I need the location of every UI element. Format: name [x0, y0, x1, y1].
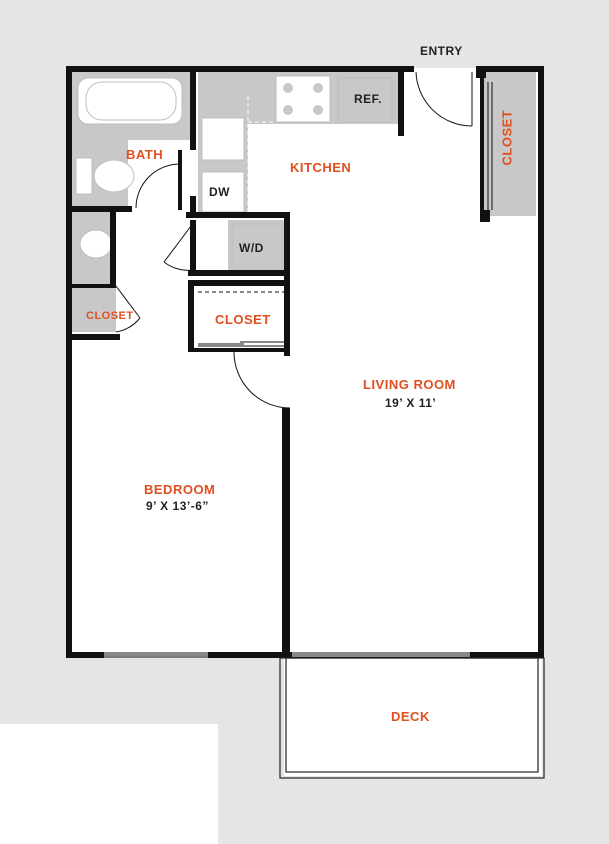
- deck-label: DECK: [391, 709, 430, 724]
- entry-closet-floor: [484, 72, 536, 216]
- stove: [275, 75, 331, 123]
- washer-dryer: [231, 223, 283, 271]
- kitchen-sink: [201, 117, 245, 161]
- blank-area: [0, 724, 218, 844]
- closet-entry-label: CLOSET: [485, 110, 529, 166]
- bedroom-dims: 9’ X 13’-6”: [146, 499, 209, 513]
- closet-entry-text: CLOSET: [499, 109, 515, 166]
- entry-label: ENTRY: [420, 44, 463, 58]
- toilet-bowl: [93, 159, 135, 193]
- kitchen-label: KITCHEN: [290, 160, 352, 175]
- bath-sink: [79, 229, 113, 259]
- deck-floor: [284, 656, 542, 776]
- bath-closet-floor: [72, 288, 116, 332]
- fridge: [337, 77, 393, 123]
- living-room-label: LIVING ROOM: [363, 377, 456, 392]
- hall-closet-floor: [196, 290, 286, 346]
- ref-label: REF.: [354, 92, 383, 106]
- closet-hall-label: CLOSET: [215, 312, 271, 327]
- closet-bath-label: CLOSET: [86, 310, 134, 322]
- dw-label: DW: [209, 185, 230, 199]
- living-room-dims: 19’ X 11’: [385, 396, 437, 410]
- bedroom-label: BEDROOM: [144, 482, 216, 497]
- wd-label: W/D: [239, 241, 264, 255]
- toilet-tank: [75, 157, 93, 195]
- bath-label: BATH: [126, 147, 164, 162]
